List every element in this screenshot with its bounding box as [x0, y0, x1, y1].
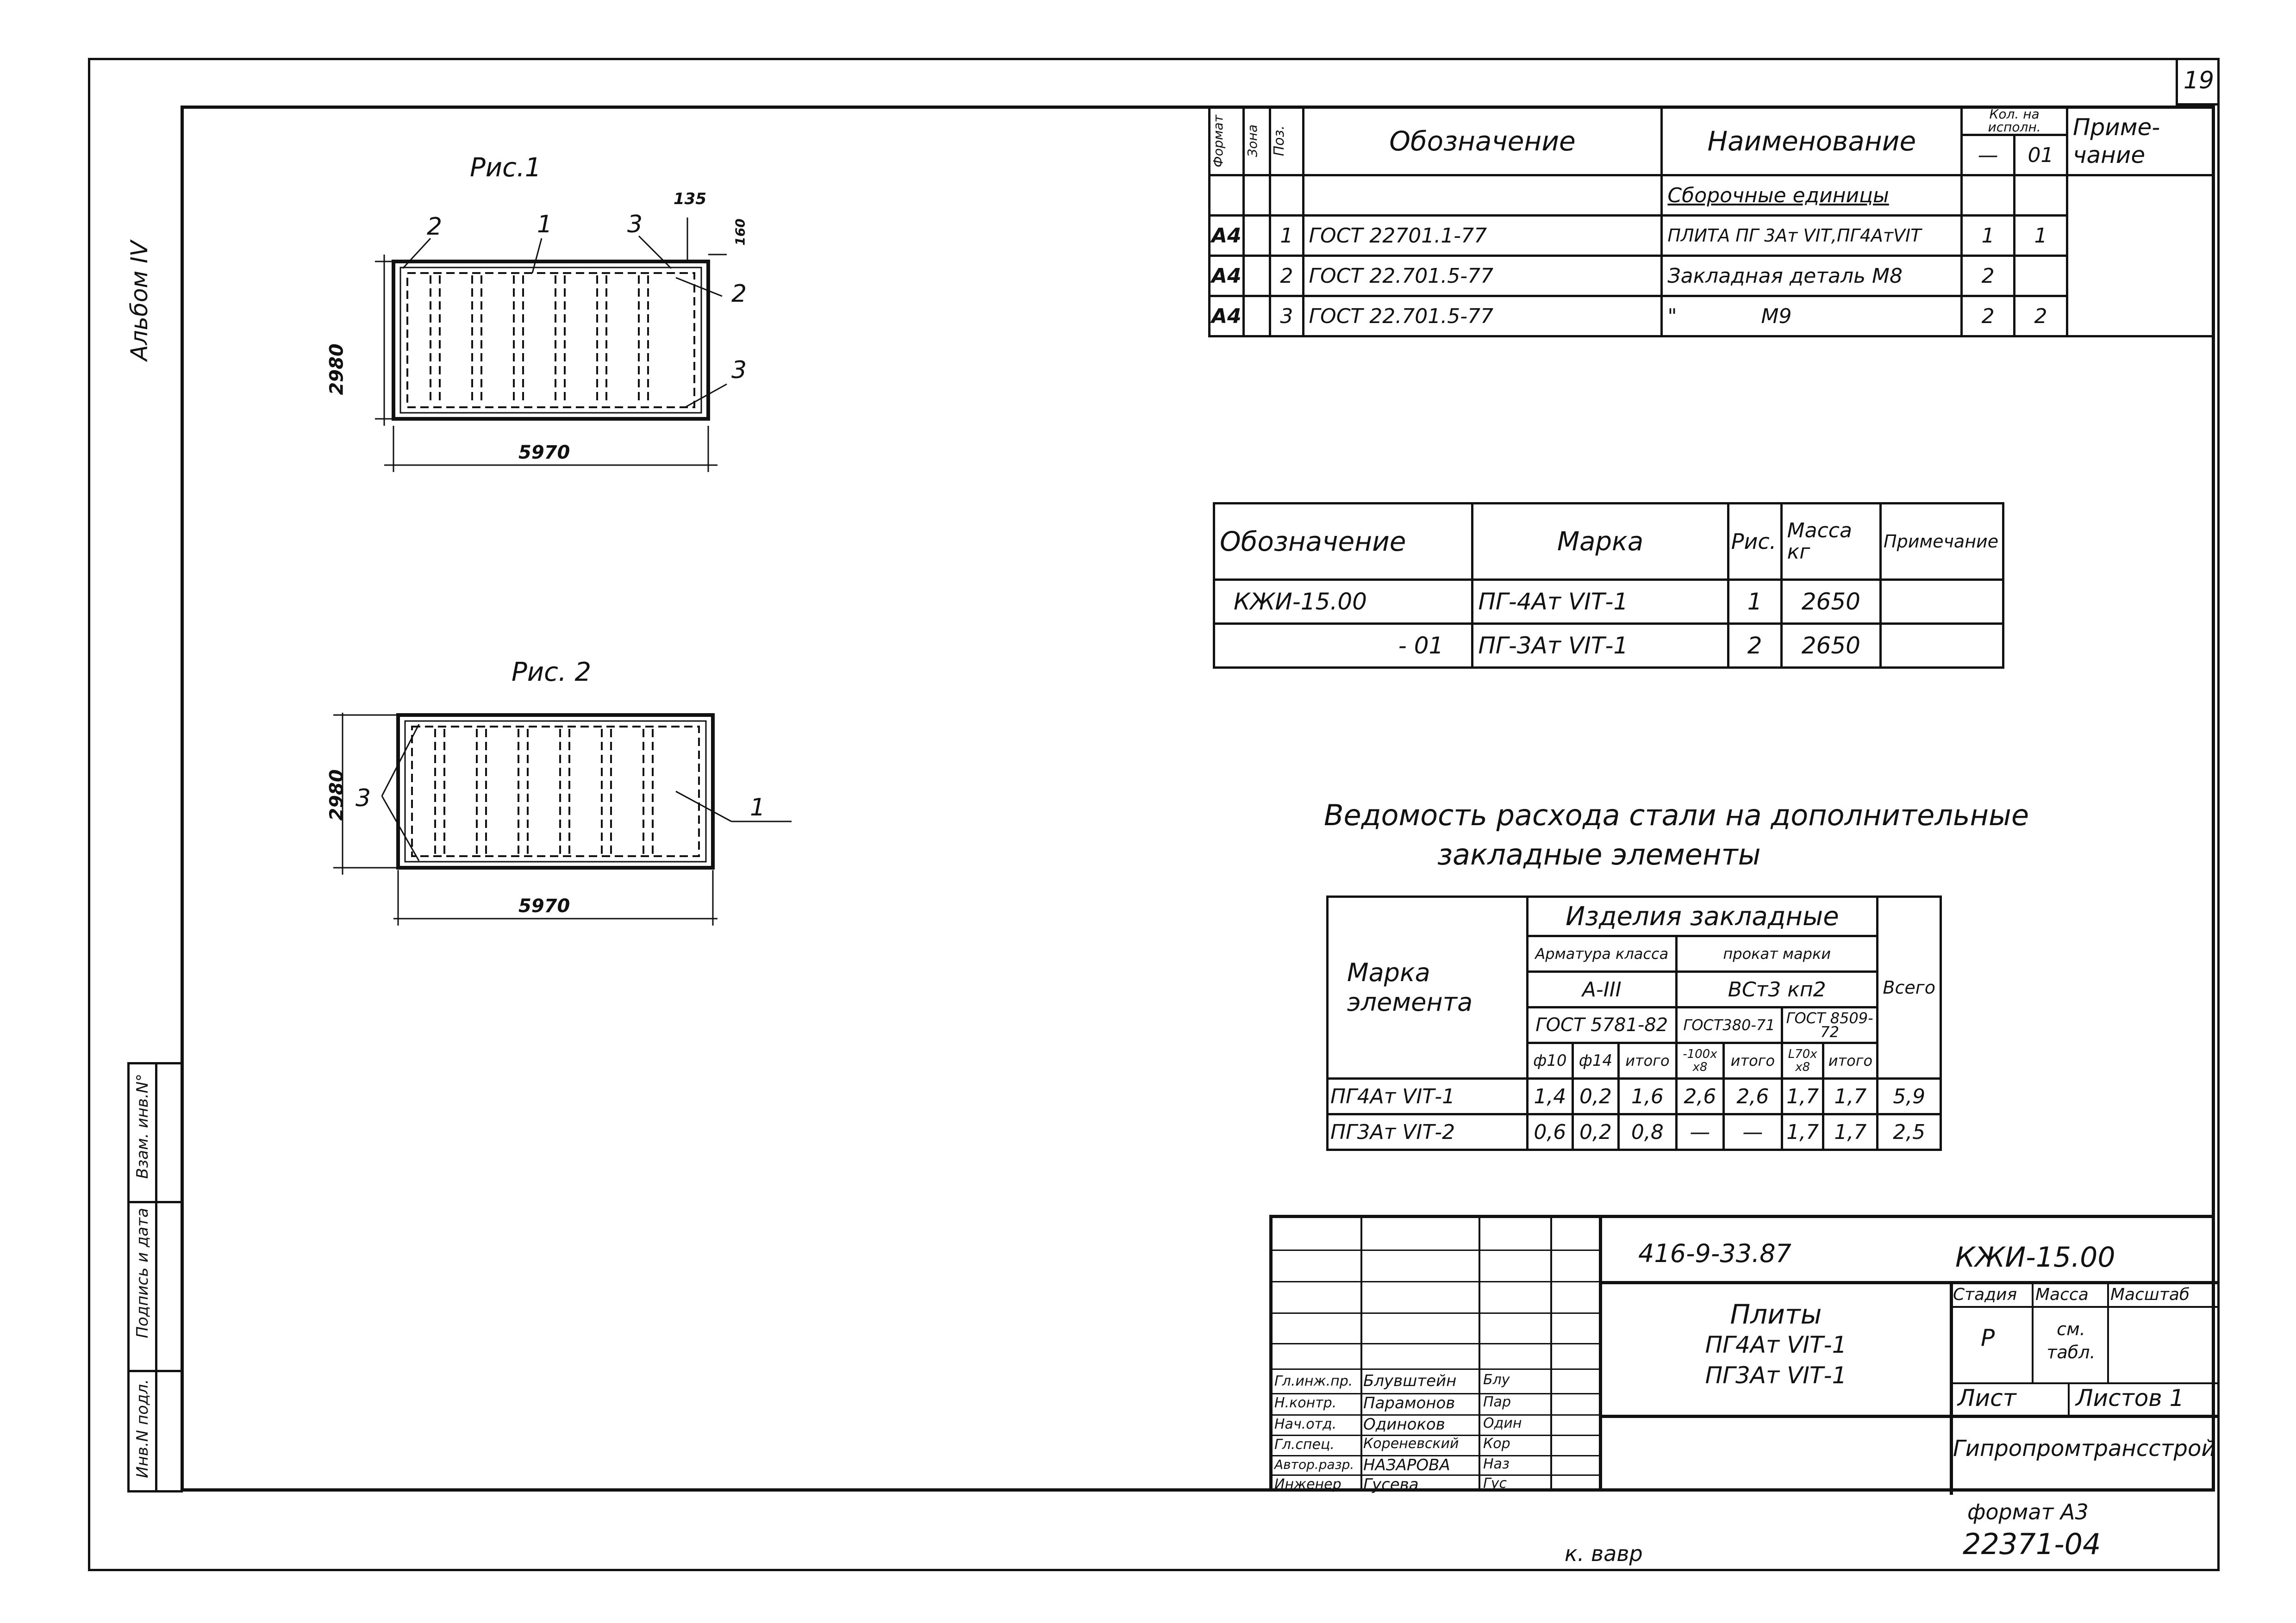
project-code: 416-9-33.87	[1638, 1239, 1791, 1268]
spec-row: А4 3 ГОСТ 22.701.5-77 " М9 2 2	[1208, 295, 2214, 337]
mass-label: Масса	[2035, 1285, 2089, 1304]
page-number: 19	[2176, 58, 2220, 106]
spec-header-note: Приме- чание	[2065, 106, 2215, 176]
spec-section: Сборочные единицы	[1660, 174, 1963, 217]
marks-row: КЖИ-15.00 ПГ-4Ат VIТ-1 1 2650	[1212, 578, 2004, 625]
steel-table-title-line2: закладные элементы	[1437, 838, 1761, 871]
organization: Гипропромтрансстрой	[1953, 1436, 2216, 1461]
side-stamp-cell-1: Подпись и дата	[133, 1208, 152, 1338]
steel-header-gost-380: ГОСТ380-71	[1675, 1006, 1783, 1044]
fig2-drawing	[333, 713, 792, 926]
fig1-callout-5: 3	[731, 356, 747, 384]
fig2-callout-1: 1	[750, 794, 766, 821]
fig1-callout-2: 1	[537, 211, 553, 238]
marks-header-designation: Обозначение	[1212, 502, 1474, 581]
marks-row: - 01 ПГ-3Ат VIТ-1 2 2650	[1212, 622, 2004, 669]
steel-header-angle: L70х х8	[1780, 1042, 1825, 1080]
format-note: формат А3	[1967, 1499, 2089, 1524]
spec-row: А4 2 ГОСТ 22.701.5-77 Закладная деталь М…	[1208, 255, 2214, 297]
fig1-callout-4: 2	[731, 280, 747, 308]
marks-header-fig: Рис.	[1727, 502, 1783, 581]
mass-value: см. табл.	[2046, 1319, 2096, 1362]
fig2-callout-3: 3	[356, 784, 371, 812]
spec-header-zone: Зона	[1242, 106, 1272, 176]
steel-header-products: Изделия закладные	[1526, 895, 1879, 937]
steel-header-plate: -100х х8	[1675, 1042, 1725, 1080]
steel-header-gost-8509: ГОСТ 8509-72	[1780, 1006, 1879, 1044]
stage-value: Р	[1981, 1325, 1995, 1351]
steel-row: ПГ3Ат VIТ-2 0,6 0,2 0,8 — — 1,7 1,7 2,5	[1326, 1113, 1942, 1151]
steel-header-all: Всего	[1876, 895, 1942, 1080]
steel-header-rolled-grade: ВСт3 кп2	[1675, 970, 1879, 1008]
fig1-dim-small-b: 160	[732, 218, 748, 246]
sheet-outer-border	[88, 58, 2220, 1571]
steel-header-gost-rebar: ГОСТ 5781-82	[1526, 1006, 1678, 1044]
fig1-dim-width: 5970	[518, 442, 570, 463]
steel-header-d14: ф14	[1572, 1042, 1620, 1080]
album-label: Альбом IV	[126, 241, 153, 361]
spec-header-qty-01: 01	[2013, 134, 2068, 176]
side-stamp-cell-2: Взам. инв.N°	[133, 1074, 152, 1179]
fig2-dim-width: 5970	[518, 895, 570, 917]
person-row: Гл.инж.пр.	[1274, 1373, 1353, 1389]
marks-table: Обозначение Марка Рис. Масса кг Примечан…	[1212, 502, 2004, 669]
steel-header-total3: итого	[1822, 1042, 1879, 1080]
steel-header-total2: итого	[1722, 1042, 1783, 1080]
steel-header-rebar: Арматура класса	[1526, 935, 1678, 973]
fig2-dim-height: 2980	[326, 769, 348, 821]
drawing-title: Плиты ПГ4Ат VIТ-1 ПГ3Ат VIТ-1	[1705, 1299, 1847, 1389]
side-stamp: Инв.N подл. Подпись и дата Взам. инв.N°	[127, 1062, 183, 1492]
doc-code: КЖИ-15.00	[1955, 1241, 2115, 1274]
side-stamp-cell-0: Инв.N подл.	[133, 1379, 152, 1478]
marks-header-mark: Марка	[1471, 502, 1729, 581]
sheet-frame	[181, 106, 2215, 1492]
fig1-dim-height: 2980	[326, 343, 348, 395]
steel-header-rolled: прокат марки	[1675, 935, 1879, 973]
sheets-label: Листов 1	[2076, 1385, 2184, 1412]
spec-header-qty: Кол. на исполн.	[1960, 106, 2068, 136]
spec-header-qty-dash: —	[1960, 134, 2015, 176]
steel-table-title-line1: Ведомость расхода стали на дополнительны…	[1324, 798, 2029, 832]
spec-header-pos: Поз.	[1269, 106, 1304, 176]
fig1-title: Рис.1	[470, 153, 542, 183]
spec-row: А4 1 ГОСТ 22701.1-77 ПЛИТА ПГ 3Ат VIТ,ПГ…	[1208, 214, 2214, 257]
spec-header-designation: Обозначение	[1302, 106, 1663, 176]
spec-table: Формат Зона Поз. Обозначение Наименовани…	[1208, 106, 2215, 337]
scale-label: Масштаб	[2110, 1285, 2190, 1304]
steel-header-d10: ф10	[1526, 1042, 1574, 1080]
inventory-number: 22371-04	[1963, 1527, 2101, 1561]
fig1-drawing	[375, 218, 727, 472]
bottom-signature: к. вавр	[1565, 1541, 1643, 1566]
marks-header-mass: Масса кг	[1780, 502, 1882, 581]
fig1-dim-small-a: 135	[674, 190, 706, 208]
steel-row: ПГ4Ат VIТ-1 1,4 0,2 1,6 2,6 2,6 1,7 1,7 …	[1326, 1077, 1942, 1115]
marks-header-note: Примечание	[1879, 502, 2004, 581]
steel-header-rebar-class: А-III	[1526, 970, 1678, 1008]
stage-label: Стадия	[1953, 1285, 2017, 1304]
fig1-callout-1: 2	[427, 213, 443, 241]
fig1-callout-3: 3	[627, 211, 643, 238]
spec-header-name: Наименование	[1660, 106, 1963, 176]
steel-header-total: итого	[1617, 1042, 1678, 1080]
title-block: Гл.инж.пр. Блувштейн Блу Н.контр. Парамо…	[1269, 1215, 2218, 1495]
steel-header-mark: Марка элемента	[1326, 895, 1529, 1080]
sheet-label: Лист	[1958, 1385, 2016, 1412]
fig2-title: Рис. 2	[512, 657, 592, 687]
steel-table: Марка элемента Изделия закладные Всего А…	[1326, 895, 1942, 1151]
spec-header-format: Формат	[1208, 106, 1245, 176]
